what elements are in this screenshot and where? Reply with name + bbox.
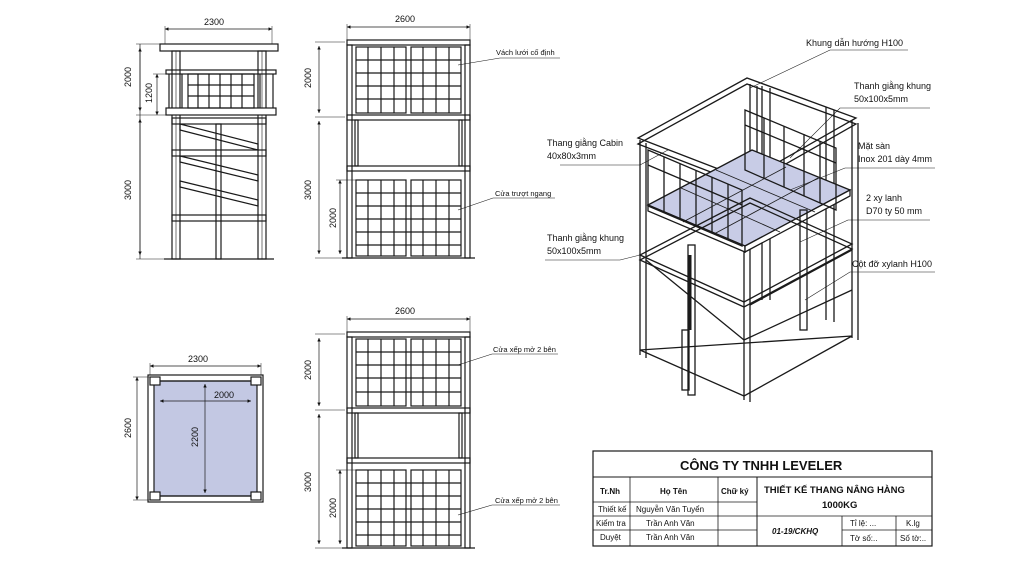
dim-front-width: 2600 xyxy=(395,14,415,24)
drawing-title-line-1: THIẾT KẾ THANG NÂNG HÀNG xyxy=(764,484,905,496)
col-role-header: Tr.Nh xyxy=(600,487,620,496)
drawing-title-line-2: 1000KG xyxy=(822,500,857,511)
dim-side-bottom-height: 3000 xyxy=(123,180,133,200)
weight-field: K.lg xyxy=(906,519,920,528)
label-frame-brace-top-2: 50x100x5mm xyxy=(854,94,908,104)
back-elevation-view xyxy=(315,316,560,549)
drawing-number: 01-19/CKHQ xyxy=(772,527,819,536)
label-cylinder-column: Cột đỡ xylanh H100 xyxy=(852,259,932,269)
col-sign-header: Chữ ký xyxy=(721,487,749,496)
name-approve: Trần Anh Văn xyxy=(646,533,695,542)
dim-back-width: 2600 xyxy=(395,306,415,316)
title-block xyxy=(592,450,933,547)
role-design: Thiết kế xyxy=(598,505,627,514)
label-frame-brace-bot-1: Thanh giằng khung xyxy=(547,233,624,243)
label-cylinder-1: 2 xy lanh xyxy=(866,193,902,203)
dim-front-top-height: 2000 xyxy=(303,68,313,88)
label-sliding-door: Cửa trượt ngang xyxy=(495,189,551,198)
dim-back-bottom-height: 3000 xyxy=(303,472,313,492)
name-design: Nguyễn Văn Tuyển xyxy=(636,505,704,514)
scale-field: Tỉ lệ: ... xyxy=(850,519,876,528)
dim-side-top-height: 2000 xyxy=(123,67,133,87)
label-floor-2: Inox 201 dày 4mm xyxy=(858,154,932,164)
dim-plan-inner-width: 2000 xyxy=(214,390,234,400)
front-elevation-view xyxy=(315,24,560,259)
dim-side-rail-height: 1200 xyxy=(144,83,154,103)
label-folding-door-bottom: Cửa xếp mở 2 bên xyxy=(495,496,558,505)
col-name-header: Họ Tên xyxy=(660,487,687,496)
label-cabin-brace-2: 40x80x3mm xyxy=(547,151,596,161)
sheet-field: Tờ số:.. xyxy=(850,534,877,543)
dim-back-top-height: 2000 xyxy=(303,360,313,380)
dim-plan-outer-height: 2600 xyxy=(123,418,133,438)
dim-plan-inner-height: 2200 xyxy=(190,427,200,447)
side-elevation-view xyxy=(136,26,279,260)
label-frame-brace-top-1: Thanh giằng khung xyxy=(854,81,931,91)
dim-side-width: 2300 xyxy=(204,17,224,27)
sheet-count-field: Số tờ:.. xyxy=(900,534,926,543)
isometric-view xyxy=(545,49,935,402)
dim-back-door-height: 2000 xyxy=(328,498,338,518)
role-approve: Duyệt xyxy=(600,533,622,542)
dim-plan-outer-width: 2300 xyxy=(188,354,208,364)
label-fixed-mesh: Vách lưới cố định xyxy=(496,48,555,57)
name-check: Trần Anh Văn xyxy=(646,519,695,528)
label-guide-frame: Khung dẫn hướng H100 xyxy=(806,38,903,48)
dim-front-bottom-height: 3000 xyxy=(303,180,313,200)
plan-view xyxy=(133,363,264,503)
label-cylinder-2: D70 ty 50 mm xyxy=(866,206,922,216)
role-check: Kiểm tra xyxy=(596,519,626,528)
company-name: CÔNG TY TNHH LEVELER xyxy=(680,458,843,473)
label-floor-1: Mặt sàn xyxy=(858,141,890,151)
label-frame-brace-bot-2: 50x100x5mm xyxy=(547,246,601,256)
label-folding-door-top: Cửa xếp mở 2 bên xyxy=(493,345,556,354)
dim-front-door-height: 2000 xyxy=(328,208,338,228)
label-cabin-brace-1: Thang giằng Cabin xyxy=(547,138,623,148)
